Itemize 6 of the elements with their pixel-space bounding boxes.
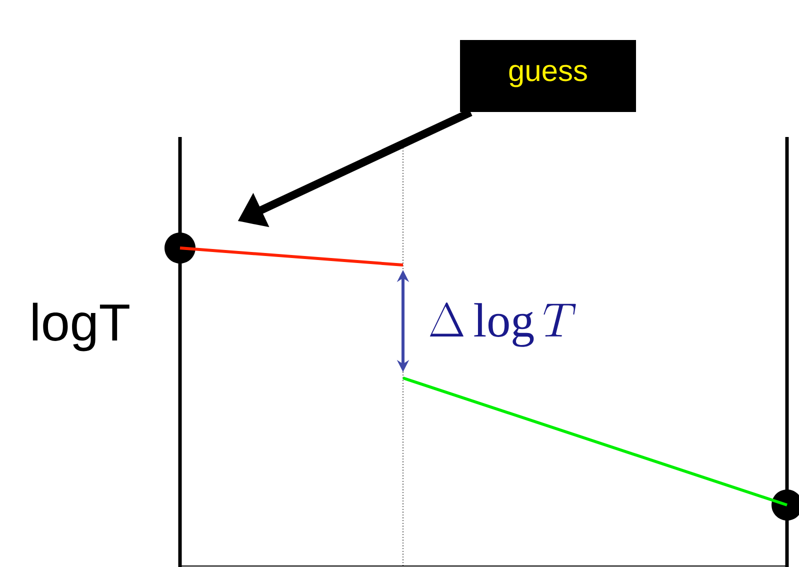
label-box: guess xyxy=(460,40,636,112)
axis-label: logT xyxy=(32,302,130,352)
line xyxy=(180,246,404,266)
line xyxy=(402,376,788,506)
dot xyxy=(164,232,196,264)
delta-label: $\Delta\log T$ xyxy=(430,302,576,347)
